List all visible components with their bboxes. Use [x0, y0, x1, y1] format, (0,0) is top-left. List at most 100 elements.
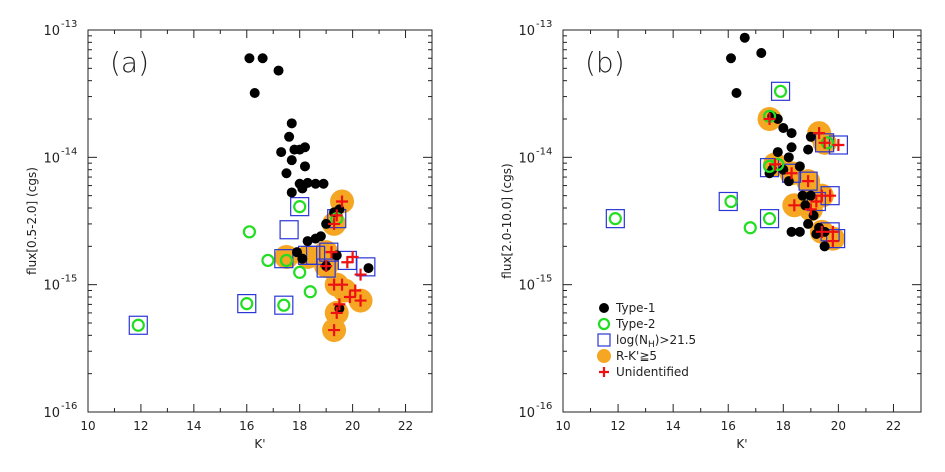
unidentified-marker — [818, 136, 831, 149]
unidentified-marker — [341, 256, 354, 269]
legend-label-suffix: )>21.5 — [655, 333, 696, 347]
unidentified-marker — [763, 113, 776, 126]
type1-marker — [803, 144, 814, 155]
type1-marker — [778, 122, 789, 133]
unidentified-marker — [325, 246, 338, 259]
type1-marker — [297, 183, 308, 194]
x-tick-label: 16 — [239, 419, 254, 433]
y-tick-label-base: 10 — [518, 24, 535, 39]
lognh-marker — [279, 220, 299, 240]
type1-marker — [286, 187, 297, 198]
type2-marker — [131, 318, 145, 332]
unidentified-marker — [328, 324, 341, 337]
type1-marker — [257, 53, 268, 64]
y-tick-label-base: 10 — [43, 279, 60, 294]
x-tick-label: 14 — [666, 419, 681, 433]
unidentified-marker — [804, 203, 817, 216]
type1-marker — [811, 228, 822, 239]
type2-marker — [724, 194, 738, 209]
legend-label-text: Type-2 — [615, 317, 656, 331]
type2-marker — [279, 253, 294, 268]
legend-label-text: Type-1 — [615, 301, 656, 315]
y-tick-label-exponent: -16 — [536, 401, 552, 412]
unidentified-marker — [336, 278, 349, 291]
type1-marker — [286, 155, 297, 166]
unidentified-marker — [330, 306, 343, 319]
type1-marker — [772, 147, 783, 158]
type1-marker — [276, 147, 287, 158]
type1-marker — [302, 236, 313, 247]
lognh-marker — [798, 171, 818, 191]
x-tick-label: 20 — [345, 419, 360, 433]
type1-marker — [299, 161, 310, 172]
legend-label: Type-2 — [615, 317, 656, 331]
type1-marker — [284, 131, 295, 142]
type1-marker — [321, 218, 332, 229]
type1-marker — [725, 53, 736, 64]
lognh-marker — [356, 257, 376, 277]
x-tick-label: 12 — [133, 419, 148, 433]
lognh-marker — [770, 81, 791, 101]
type1-marker — [310, 233, 321, 244]
legend-label: Type-1 — [615, 301, 656, 315]
y-tick-label-base: 10 — [518, 151, 535, 166]
x-axis-label: K' — [736, 437, 747, 451]
unidentified-marker — [354, 268, 367, 281]
legend-label: R-K'≧5 — [616, 349, 657, 363]
lognh-marker — [237, 294, 257, 314]
plot-frame — [562, 29, 922, 413]
legend-label: Unidentified — [616, 365, 689, 379]
lognh-marker — [290, 197, 310, 217]
unidentified-marker — [354, 294, 367, 307]
plot-frame — [87, 29, 433, 413]
lognh-marker — [826, 229, 846, 249]
type2-marker — [608, 212, 622, 226]
unidentified-marker — [320, 260, 333, 273]
unidentified-marker — [785, 167, 798, 180]
y-tick-label-base: 10 — [518, 406, 535, 421]
y-tick-label-exponent: -14 — [536, 146, 552, 157]
type1-marker — [310, 178, 321, 189]
lognh-marker — [128, 315, 148, 335]
lognh-marker — [316, 258, 336, 278]
legend-label: log(NH)>21.5 — [616, 333, 696, 350]
lognh-marker — [828, 135, 848, 155]
y-tick-label-base: 10 — [43, 406, 60, 421]
unidentified-marker — [810, 195, 823, 208]
x-tick-label: 10 — [555, 419, 570, 433]
type1-marker — [797, 190, 808, 201]
type1-marker — [794, 226, 805, 237]
type1-marker — [819, 241, 830, 252]
lognh-marker — [718, 191, 738, 212]
type2-marker — [277, 298, 291, 312]
lognh-marker — [759, 209, 780, 229]
type1-marker — [363, 263, 374, 274]
type1-marker — [297, 253, 308, 264]
legend-label-subscript: H — [648, 340, 655, 350]
type1-marker — [800, 200, 811, 211]
type2-marker — [240, 297, 254, 311]
legend-unidentified-swatch — [599, 367, 609, 377]
legend-rk5-swatch — [597, 349, 611, 363]
legend-lognh-swatch — [597, 333, 611, 347]
y-tick-label-base: 10 — [43, 151, 60, 166]
y-axis-label: flux[2.0-10.0] (cgs) — [500, 163, 514, 278]
lognh-marker — [274, 295, 294, 315]
y-tick-label-exponent: -14 — [61, 146, 77, 157]
type1-marker — [273, 65, 284, 76]
y-axis-label: flux[0.5-2.0] (cgs) — [25, 167, 39, 275]
unidentified-marker — [815, 225, 828, 238]
panel-label: (b) — [585, 46, 625, 79]
type1-marker — [805, 131, 816, 142]
x-tick-label: 18 — [292, 419, 307, 433]
type1-marker — [244, 53, 255, 64]
x-tick-label: 20 — [831, 419, 846, 433]
type1-marker — [294, 144, 305, 155]
unidentified-marker — [824, 189, 837, 202]
unidentified-marker — [826, 235, 839, 248]
type1-marker — [286, 118, 297, 129]
legend-type1-swatch — [599, 303, 609, 313]
type2-marker — [743, 221, 757, 235]
